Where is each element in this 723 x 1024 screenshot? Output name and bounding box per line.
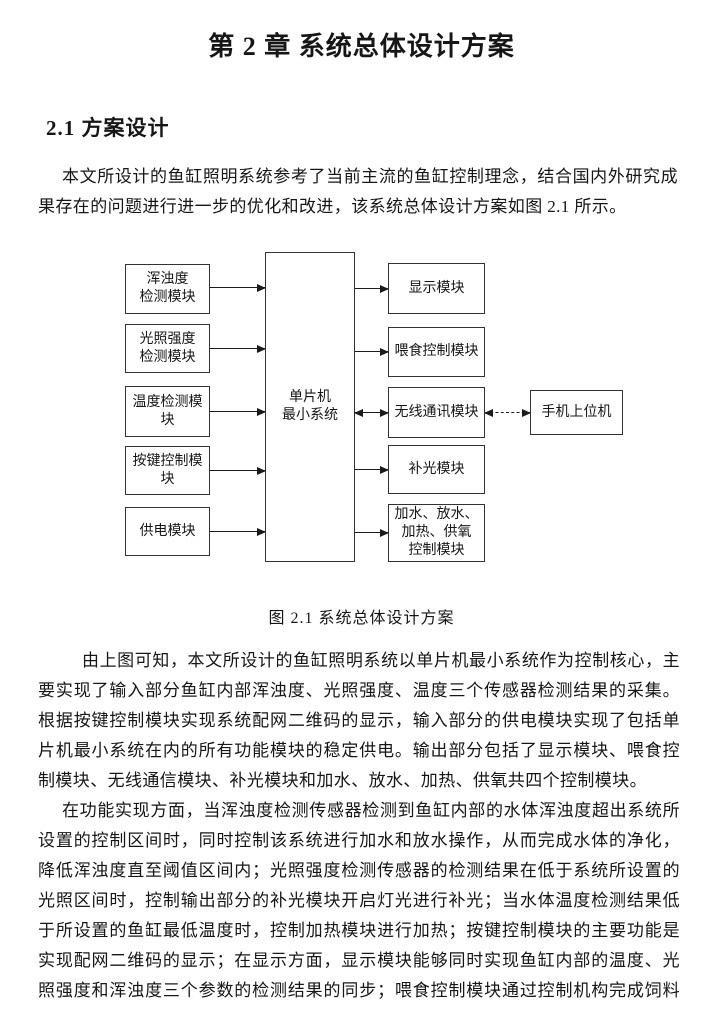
box-water-control-module: 加水、放水、 加热、供氧 控制模块 [388, 504, 485, 562]
box-display-module: 显示模块 [388, 263, 485, 314]
intro-paragraph: 本文所设计的鱼缸照明系统参考了当前主流的鱼缸控制理念，结合国内外研究成果存在的问… [38, 167, 678, 216]
body-paragraph-function: 在功能实现方面，当浑浊度检测传感器检测到鱼缸内部的水体浑浊度超出系统所设置的控制… [38, 801, 680, 1000]
arrow-mcu-to-display [355, 284, 389, 293]
arrow-turbidity-to-mcu [210, 283, 266, 292]
chapter-title: 第 2 章 系统总体设计方案 [208, 32, 515, 61]
body-text: 由上图可知，本文所设计的鱼缸照明系统以单片机最小系统作为控制核心，主要实现了输入… [38, 646, 680, 1006]
box-temperature-module: 温度检测模块 [125, 386, 210, 437]
arrow-mcu-to-water-control [355, 528, 389, 537]
box-feeding-module: 喂食控制模块 [388, 327, 485, 377]
box-turbidity-module: 浑浊度 检测模块 [125, 264, 210, 314]
arrowhead-right-icon [380, 347, 389, 356]
arrowhead-right-icon [380, 528, 389, 537]
box-phone-host: 手机上位机 [530, 390, 623, 435]
box-fill-light-module: 补光模块 [388, 445, 485, 494]
arrowhead-right-icon [257, 407, 266, 416]
box-power-module: 供电模块 [125, 507, 210, 556]
arrow-temperature-to-mcu [210, 407, 266, 416]
arrowhead-right-icon [257, 344, 266, 353]
arrowhead-left-icon [484, 408, 493, 417]
box-wireless-module: 无线通讯模块 [388, 387, 485, 438]
arrow-mcu-wireless-bidirectional [354, 408, 389, 417]
arrowhead-left-icon [354, 408, 363, 417]
arrowhead-right-icon [380, 284, 389, 293]
arrowhead-right-icon [257, 527, 266, 536]
section-heading: 2.1 方案设计 [46, 116, 170, 140]
arrowhead-right-icon [380, 408, 389, 417]
arrow-light-to-mcu [210, 344, 266, 353]
box-key-control-module: 按键控制模块 [125, 446, 210, 495]
arrow-key-to-mcu [210, 466, 266, 475]
arrowhead-right-icon [522, 408, 531, 417]
arrow-mcu-to-feeding [355, 347, 389, 356]
figure-caption: 图 2.1 系统总体设计方案 [268, 610, 455, 627]
box-mcu-system: 单片机 最小系统 [265, 252, 355, 562]
arrow-wireless-phone-dashed-bidirectional [484, 408, 531, 417]
body-paragraph-overview: 由上图可知，本文所设计的鱼缸照明系统以单片机最小系统作为控制核心，主要实现了输入… [38, 651, 680, 790]
arrowhead-right-icon [380, 465, 389, 474]
arrow-power-to-mcu [210, 527, 266, 536]
box-light-intensity-module: 光照强度 检测模块 [125, 324, 210, 373]
arrowhead-right-icon [257, 283, 266, 292]
arrowhead-right-icon [257, 466, 266, 475]
figure-diagram: 单片机 最小系统 浑浊度 检测模块 光照强度 检测模块 温度检测模块 按键控制模… [0, 252, 723, 568]
arrow-mcu-to-fill-light [355, 465, 389, 474]
